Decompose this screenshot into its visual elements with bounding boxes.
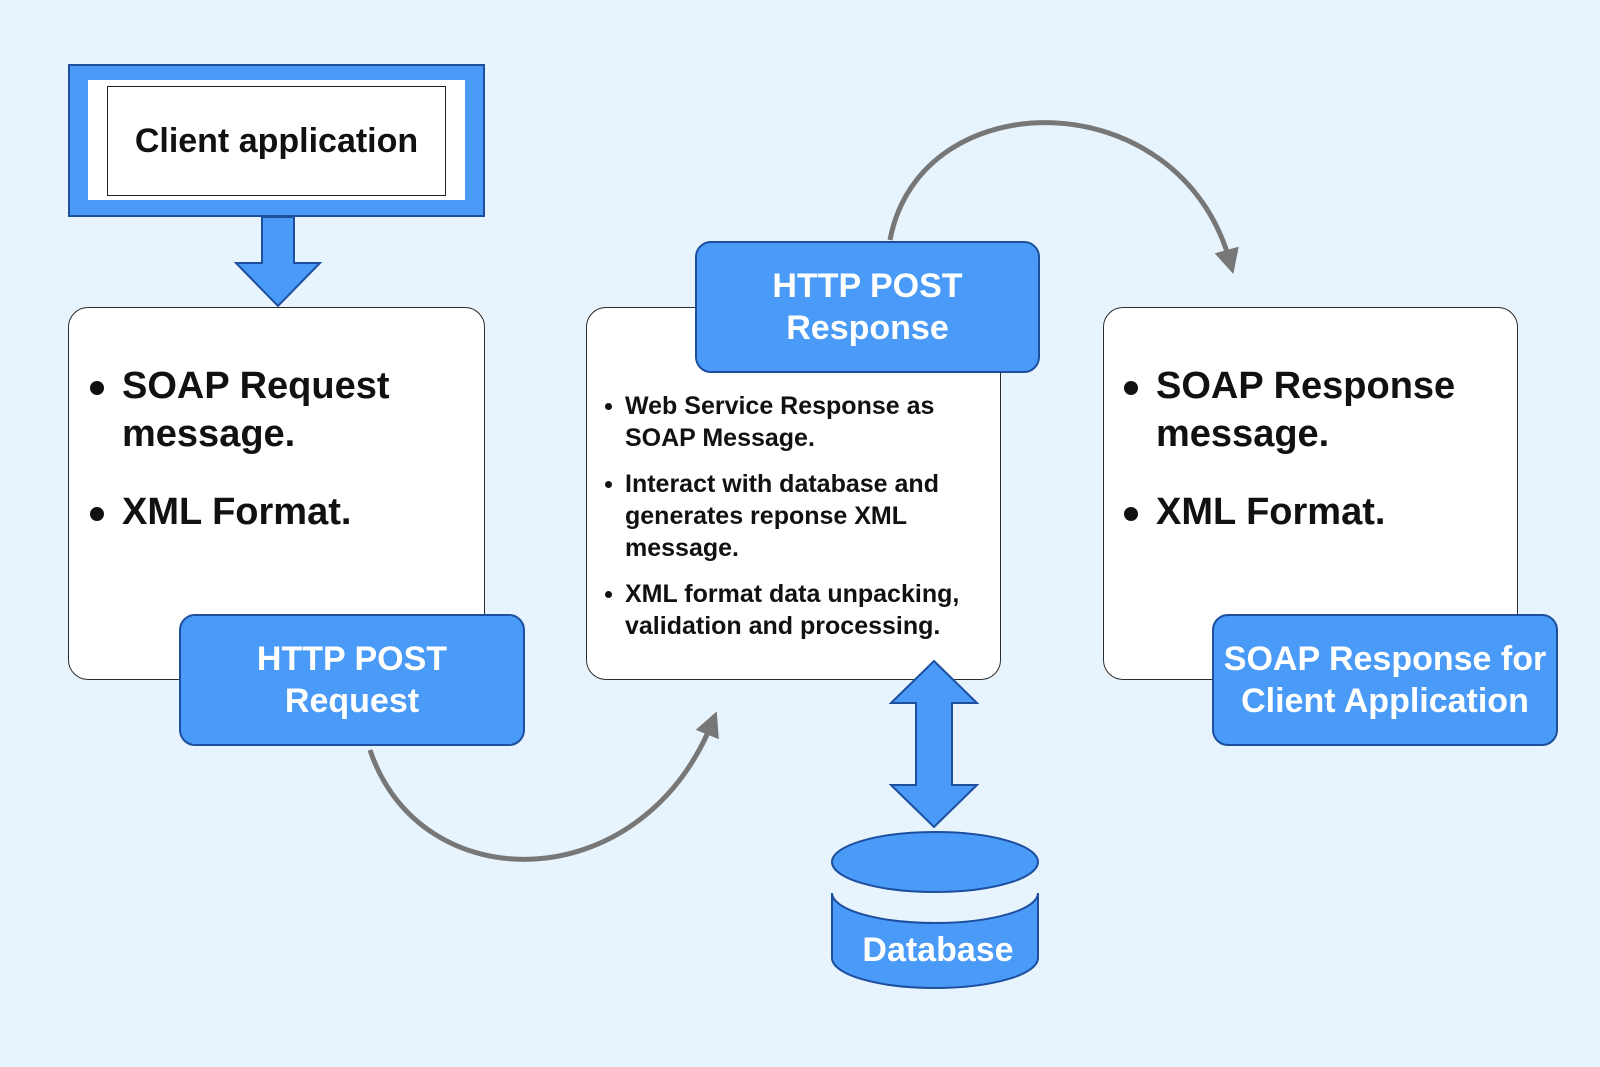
list-item: Web Service Response as SOAP Message.: [603, 390, 998, 454]
bidirectional-arrow-icon: [888, 659, 980, 829]
list-item: SOAP Response message.: [1122, 362, 1502, 458]
client-application-label: Client application: [134, 121, 419, 160]
database-cylinder-icon: [831, 831, 1039, 989]
request-flow-arc: [367, 711, 719, 862]
response-flow-arc: [887, 120, 1239, 275]
soap-response-client-label: SOAP Response for Client Application: [1212, 614, 1558, 746]
soap-response-list: SOAP Response message. XML Format.: [1122, 362, 1502, 566]
down-arrow-icon: [233, 216, 323, 308]
list-item: SOAP Request message.: [88, 362, 468, 458]
list-item: XML Format.: [1122, 488, 1502, 536]
web-service-list: Web Service Response as SOAP Message. In…: [603, 390, 998, 656]
list-item: XML format data unpacking, validation an…: [603, 578, 998, 642]
list-item: Interact with database and generates rep…: [603, 468, 998, 564]
list-item: XML Format.: [88, 488, 468, 536]
database-label: Database: [862, 930, 1014, 969]
http-post-response-label: HTTP POST Response: [695, 241, 1040, 373]
client-application-box: Client application: [107, 86, 446, 196]
soap-request-list: SOAP Request message. XML Format.: [88, 362, 468, 566]
http-post-request-label: HTTP POST Request: [179, 614, 525, 746]
